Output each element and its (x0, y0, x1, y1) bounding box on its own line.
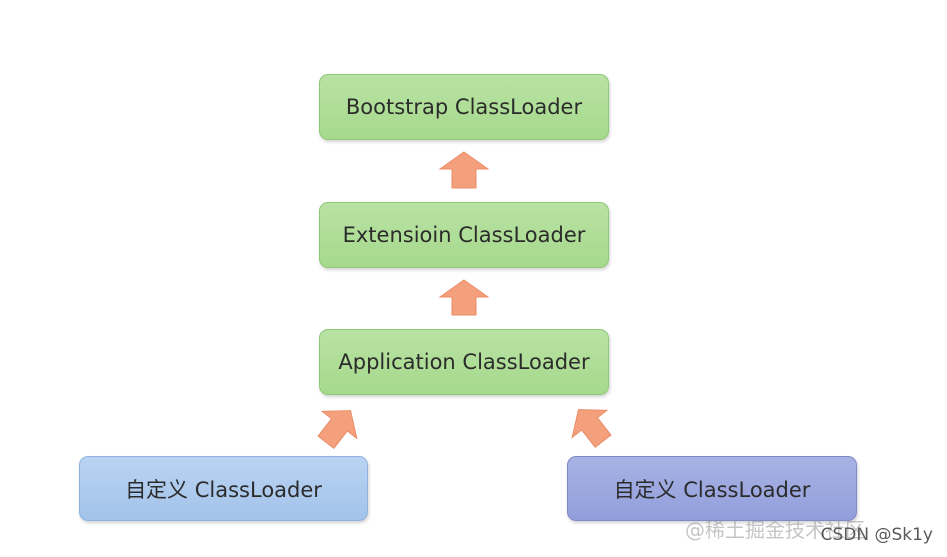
application-classloader-node: Application ClassLoader (319, 329, 609, 395)
extension-classloader-node: Extensioin ClassLoader (319, 202, 609, 268)
csdn-watermark: CSDN @Sk1y (820, 525, 933, 545)
custom-classloader-right-label: 自定义 ClassLoader (613, 477, 811, 502)
bootstrap-classloader-label: Bootstrap ClassLoader (345, 95, 583, 119)
juejin-watermark: @稀土掘金技术社区 (685, 518, 865, 542)
arrow-extension-to-bootstrap (438, 151, 490, 189)
application-classloader-label: Application ClassLoader (338, 350, 590, 374)
arrow-custom-left-to-application (317, 410, 358, 450)
custom-classloader-left-node: 自定义 ClassLoader (79, 456, 368, 521)
custom-classloader-right-node: 自定义 ClassLoader (567, 456, 857, 521)
extension-classloader-label: Extensioin ClassLoader (342, 223, 586, 247)
arrow-application-to-extension (438, 279, 490, 316)
bootstrap-classloader-node: Bootstrap ClassLoader (319, 74, 609, 140)
custom-classloader-left-label: 自定义 ClassLoader (125, 477, 322, 502)
arrow-custom-right-to-application (571, 409, 612, 449)
